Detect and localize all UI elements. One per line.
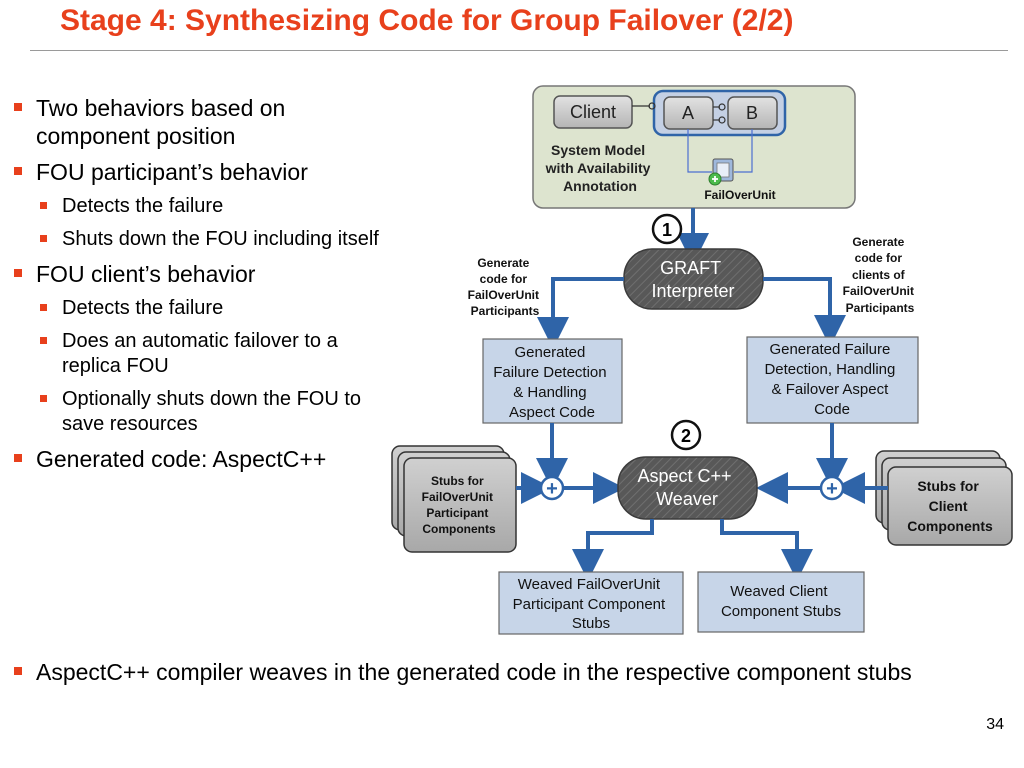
step-1-number: 1 <box>662 220 672 240</box>
page-number: 34 <box>986 716 1004 733</box>
system-model-caption: System Model with Availability Annotatio… <box>545 142 655 194</box>
title-divider <box>30 50 1008 51</box>
left-weaved-output-box <box>498 571 684 635</box>
right-weaved-output-label: Weaved Client Component Stubs <box>721 583 841 620</box>
arrow-weaver-to-left-output <box>572 519 654 581</box>
client-node <box>553 95 633 129</box>
right-stubs-label: Stubs for Client Components <box>907 478 993 534</box>
right-generate-label: Generate code for clients of FailOverUni… <box>843 235 918 315</box>
right-weaved-output-box <box>697 571 865 633</box>
client-port-icon <box>648 102 656 110</box>
bullet-1: Two behaviors based on component positio… <box>12 94 382 150</box>
left-generated-code-box <box>482 338 623 424</box>
bullet-3-sub-1: Detects the failure <box>38 296 382 321</box>
bullet-2-sub-2: Shuts down the FOU including itself <box>38 227 382 252</box>
a-port-icon-2 <box>718 116 726 124</box>
system-model-panel: Client A B FailOverUnit System Model wit… <box>532 85 856 209</box>
step-2-badge <box>670 419 702 451</box>
arrow-graft-to-left <box>537 277 624 349</box>
left-generated-code-label: Generated Failure Detection & Handling A… <box>493 344 611 421</box>
right-stubs-stack: Stubs for Client Components <box>875 450 1013 546</box>
arrow-graft-to-right <box>763 277 846 347</box>
bottom-bullet: AspectC++ compiler weaves in the generat… <box>12 657 996 687</box>
left-weaved-output-label: Weaved FailOverUnit Participant Componen… <box>513 576 670 632</box>
failover-unit-label: FailOverUnit <box>704 188 775 202</box>
component-b-label: B <box>746 103 758 123</box>
bullet-list: Two behaviors based on component positio… <box>12 94 382 481</box>
graft-interpreter-label: GRAFT Interpreter <box>651 258 734 301</box>
left-stubs-label: Stubs for FailOverUnit Participant Compo… <box>422 474 497 536</box>
fou-link-b <box>734 129 753 173</box>
aspect-weaver-label: Aspect C++ Weaver <box>637 466 736 509</box>
component-a-label: A <box>682 103 694 123</box>
right-plus-symbol: + <box>826 478 838 500</box>
bullet-4: Generated code: AspectC++ <box>12 445 382 473</box>
a-port-icon <box>718 103 726 111</box>
aspect-weaver-node <box>617 456 758 520</box>
arrow-weaver-to-right-output <box>720 519 813 581</box>
slide-title: Stage 4: Synthesizing Code for Group Fai… <box>60 4 794 37</box>
step-1-badge <box>651 213 683 245</box>
left-plus-symbol: + <box>546 478 558 500</box>
client-label: Client <box>570 102 616 122</box>
left-generate-label: Generate code for FailOverUnit Participa… <box>468 256 543 318</box>
bullet-2: FOU participant’s behavior <box>12 158 382 186</box>
bullet-2-sub-1: Detects the failure <box>38 194 382 219</box>
right-generated-code-box <box>746 336 919 424</box>
bullet-3: FOU client’s behavior <box>12 260 382 288</box>
bullet-3-sub-2: Does an automatic failover to a replica … <box>38 329 382 379</box>
bullet-3-sub-3: Optionally shuts down the FOU to save re… <box>38 387 382 437</box>
step-2-number: 2 <box>681 426 691 446</box>
failover-unit-icon <box>708 158 734 186</box>
left-stubs-stack: Stubs for FailOverUnit Participant Compo… <box>391 445 517 553</box>
fou-link-a <box>687 129 712 173</box>
right-generated-code-label: Generated Failure Detection, Handling & … <box>764 341 899 418</box>
